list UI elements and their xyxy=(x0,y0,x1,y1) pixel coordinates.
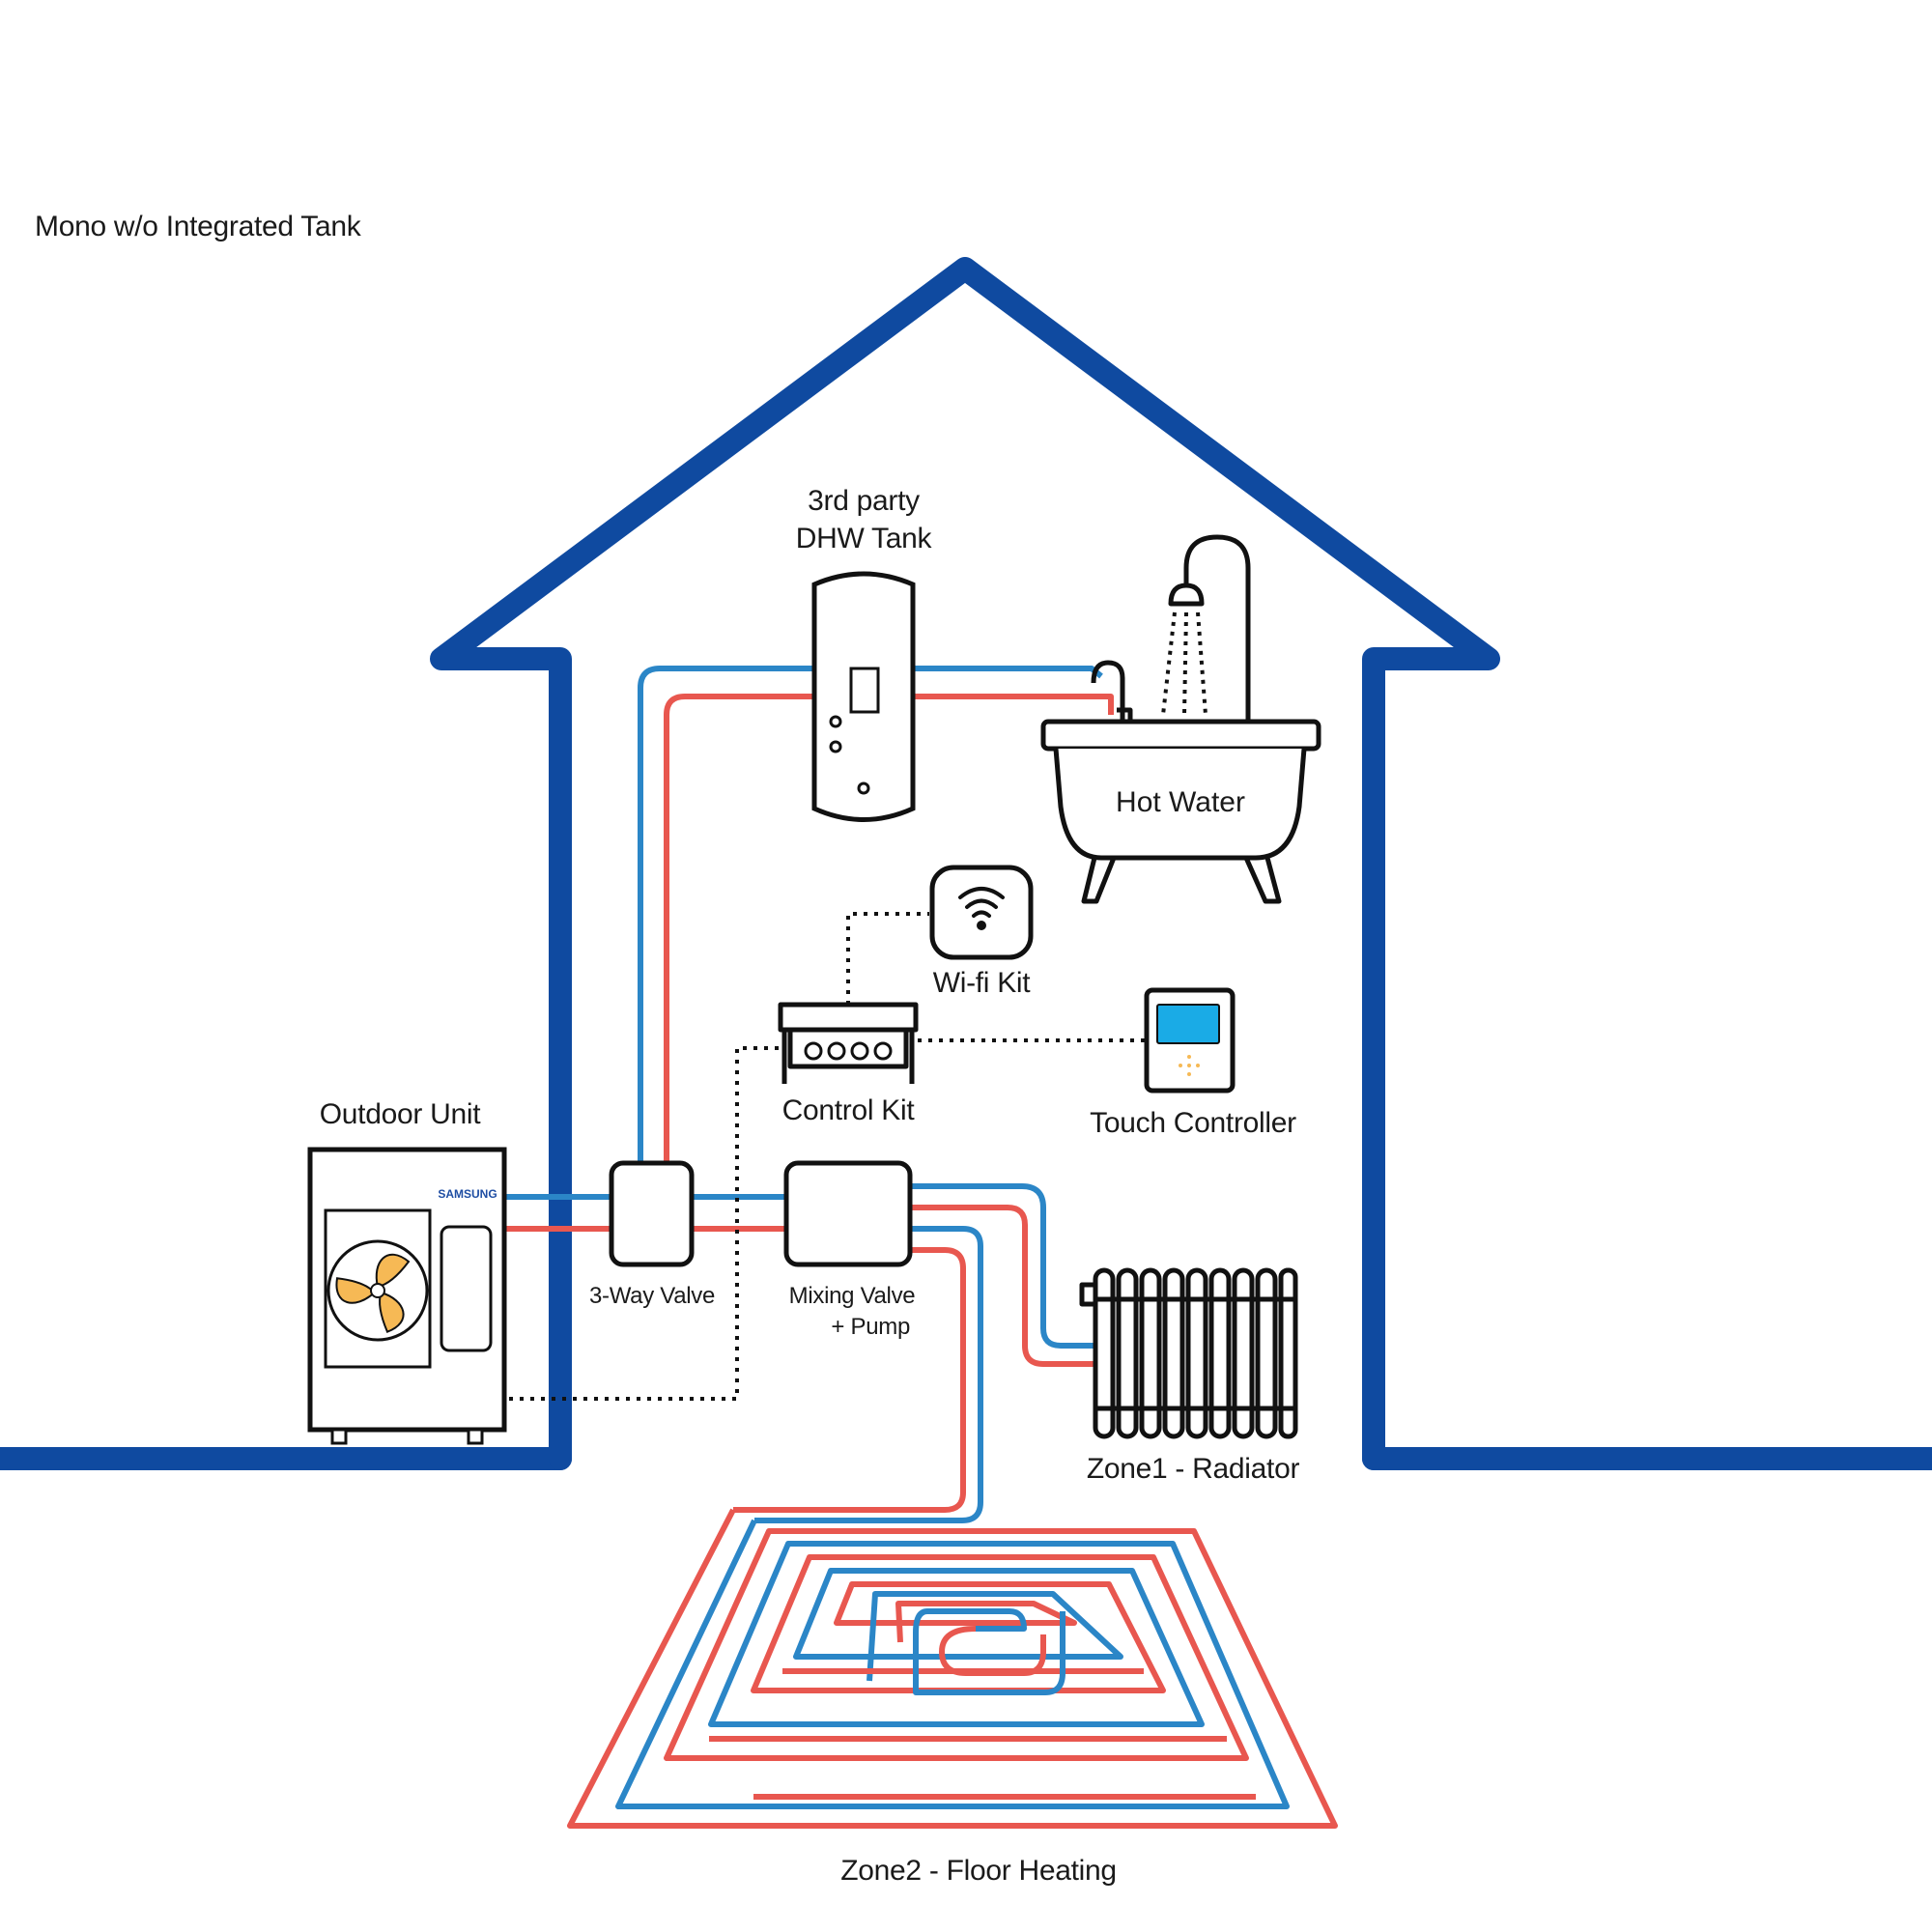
zone1-label: Zone1 - Radiator xyxy=(1086,1453,1300,1485)
house-outline xyxy=(430,257,1500,1470)
mixing-valve-label-line2: + Pump xyxy=(831,1314,910,1340)
diagram-title: Mono w/o Integrated Tank xyxy=(35,211,361,242)
touch-controller xyxy=(1144,987,1236,1094)
floor-heating-coil xyxy=(567,1508,1338,1829)
control-kit xyxy=(778,1002,919,1084)
bathtub-icon xyxy=(1040,719,1321,904)
touch-controller-label: Touch Controller xyxy=(1090,1107,1296,1139)
main-pipes xyxy=(504,1194,786,1232)
faucet-icon xyxy=(1091,660,1133,722)
zone2-label: Zone2 - Floor Heating xyxy=(840,1855,1117,1887)
shower-icon xyxy=(1161,534,1251,722)
dhw-pipes xyxy=(638,666,1114,1163)
three-way-valve-label: 3-Way Valve xyxy=(588,1283,716,1309)
outdoor-unit-label: Outdoor Unit xyxy=(319,1098,481,1130)
wifi-icon xyxy=(958,887,1005,930)
dpad-icon xyxy=(1179,1055,1200,1076)
dhw-tank-label-line2: DHW Tank xyxy=(795,523,932,554)
radiator-pipes xyxy=(910,1183,1094,1367)
brand-logo: SAMSUNG xyxy=(438,1187,497,1201)
outdoor-unit: SAMSUNG xyxy=(307,1147,507,1445)
mixing-valve-label-line1: Mixing Valve xyxy=(788,1283,916,1309)
wifi-kit-label: Wi-fi Kit xyxy=(932,967,1031,999)
fan-icon xyxy=(327,1239,429,1342)
wifi-kit xyxy=(929,865,1034,960)
hot-water-label: Hot Water xyxy=(1116,786,1245,818)
dhw-tank-label-line1: 3rd party xyxy=(808,485,920,517)
radiator-icon xyxy=(1079,1267,1298,1439)
control-kit-label: Control Kit xyxy=(781,1094,915,1126)
mixing-valve-pump xyxy=(783,1160,913,1267)
three-way-valve xyxy=(609,1160,695,1267)
dhw-tank xyxy=(811,571,916,822)
floor-heating-pipes xyxy=(733,1226,983,1523)
